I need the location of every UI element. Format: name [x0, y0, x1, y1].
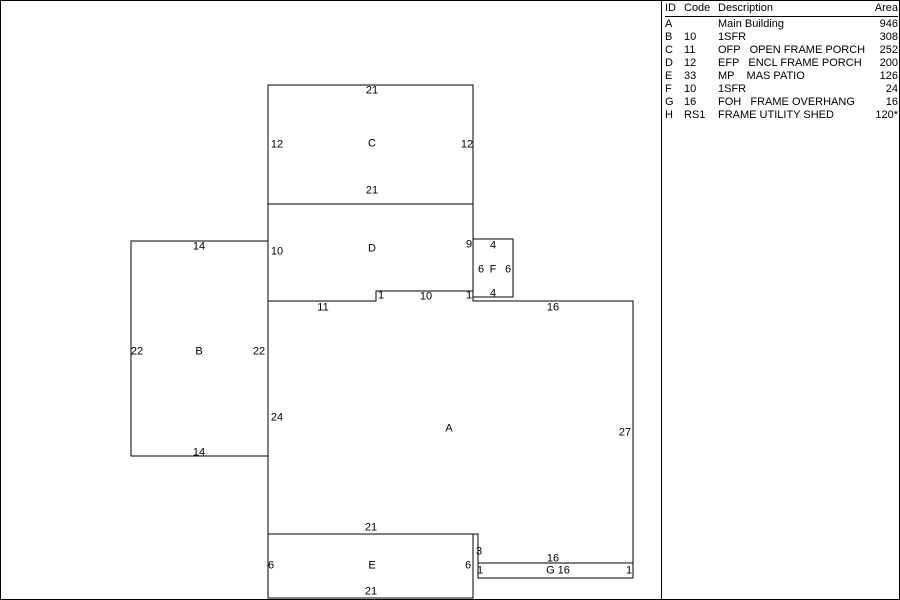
legend-row: F 10 1SFR 24 [665, 82, 898, 95]
legend-id: E [665, 70, 673, 82]
legend-row: G 16 FOH FRAME OVERHANG 16 [665, 95, 898, 108]
building-label-e: E [368, 559, 376, 572]
legend-area: 24 [885, 83, 898, 95]
building-f-outline [472, 238, 514, 298]
legend-code: 16 [684, 96, 697, 108]
dim-a-top-seg2: 10 [419, 290, 433, 303]
building-label-d: D [368, 242, 376, 255]
dim-d-left: 10 [270, 245, 284, 258]
legend-code [684, 17, 718, 31]
legend-row: H RS1 FRAME UTILITY SHED 120* [665, 108, 898, 121]
legend-description: OFP OPEN FRAME PORCH [718, 44, 866, 56]
legend-id: D [665, 57, 673, 69]
dim-a-top-seg3: 16 [546, 301, 560, 314]
legend-header-code: Code [684, 2, 711, 14]
dim-f-left: 6 [477, 263, 485, 276]
dim-a-bottom-right: 16 [546, 552, 560, 565]
dim-b-left: 22 [130, 345, 144, 358]
legend-area: 308 [879, 31, 898, 43]
legend-area: 16 [885, 96, 898, 108]
legend-description: MP MAS PATIO [718, 70, 805, 82]
building-e-outline [267, 533, 474, 599]
legend-id: C [665, 44, 673, 56]
dim-g-left: 1 [476, 564, 484, 577]
dim-b-right: 22 [252, 345, 266, 358]
legend-description: Main Building [718, 18, 785, 30]
legend-area: 946 [879, 18, 898, 30]
legend-code: 33 [684, 70, 697, 82]
dim-c-left: 12 [270, 138, 284, 151]
legend-description: FRAME UTILITY SHED [718, 109, 834, 121]
legend-description: 1SFR [718, 83, 747, 95]
legend-area: 252 [879, 44, 898, 56]
building-label-c: C [368, 137, 376, 150]
dim-e-bottom: 21 [364, 585, 378, 598]
dim-f-bottom: 4 [489, 287, 497, 300]
dim-a-top-step1: 1 [377, 289, 385, 302]
dim-b-bottom: 14 [192, 446, 206, 459]
legend-area: 120* [875, 109, 898, 121]
legend-row: C 11 OFP OPEN FRAME PORCH 252 [665, 43, 898, 56]
dim-c-right: 12 [460, 138, 474, 151]
legend-description: 1SFR [718, 31, 747, 43]
dim-c-top: 21 [365, 84, 379, 97]
legend-area: 126 [879, 70, 898, 82]
legend-id: F [665, 83, 672, 95]
legend-description: EFP ENCL FRAME PORCH [718, 57, 862, 69]
legend-code: 10 [684, 83, 697, 95]
dim-d-right: 9 [465, 238, 473, 251]
legend-row: A Main Building 946 [665, 17, 898, 31]
legend-id: B [665, 31, 673, 43]
legend-description: FOH FRAME OVERHANG [718, 96, 855, 108]
legend-header-id: ID [665, 2, 676, 14]
legend-code: 11 [684, 44, 696, 56]
legend-header-row: ID Code Description Area [665, 2, 898, 17]
dim-a-top-step2: 1 [465, 289, 473, 302]
dim-e-top: 21 [364, 521, 378, 534]
legend-row: D 12 EFP ENCL FRAME PORCH 200 [665, 56, 898, 69]
legend-id: H [665, 109, 673, 121]
legend-row: E 33 MP MAS PATIO 126 [665, 69, 898, 82]
building-label-f: F [489, 263, 497, 276]
legend-code: 12 [684, 57, 697, 69]
legend-table: ID Code Description Area A Main Building… [665, 2, 898, 121]
building-label-b: B [195, 345, 203, 358]
dim-a-right: 27 [618, 426, 632, 439]
dim-f-right: 6 [504, 263, 512, 276]
dim-a-step-right: 3 [475, 545, 483, 558]
legend-panel: ID Code Description Area A Main Building… [661, 1, 899, 599]
legend-row: B 10 1SFR 308 [665, 30, 898, 43]
building-g-outline [477, 562, 634, 579]
sketch-canvas: 21 12 C 12 21 10 D 9 4 6 F 6 4 11 1 10 1… [1, 1, 661, 599]
dim-e-left: 6 [267, 559, 275, 572]
legend-header-description: Description [718, 2, 774, 14]
legend-id: A [665, 18, 673, 30]
dim-g-right: 1 [625, 564, 633, 577]
sketch-drawing [130, 84, 634, 599]
dim-a-left: 24 [270, 411, 284, 424]
dim-f-top: 4 [489, 239, 497, 252]
building-label-g: G 16 [546, 564, 570, 577]
dim-e-right: 6 [464, 559, 472, 572]
legend-code: 10 [684, 31, 697, 43]
dim-a-top-seg1: 11 [317, 301, 329, 314]
legend-area: 200 [879, 57, 898, 69]
building-label-a: A [445, 422, 453, 435]
legend-header-area: Area [874, 2, 898, 14]
legend-code: RS1 [684, 109, 706, 121]
dim-c-bottom: 21 [365, 184, 379, 197]
legend-id: G [665, 96, 674, 108]
dim-b-top: 14 [192, 240, 206, 253]
